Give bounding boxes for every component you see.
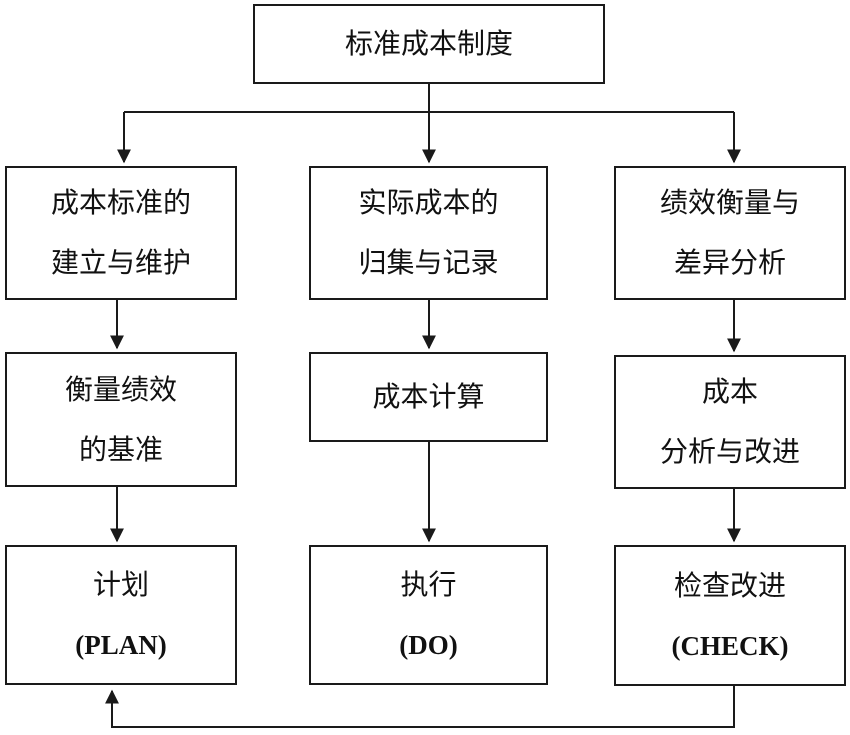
col1-top-box: 成本标准的 建立与维护 <box>5 166 237 300</box>
col3-middle-box: 成本 分析与改进 <box>614 355 846 489</box>
col1-middle-box: 衡量绩效 的基准 <box>5 352 237 487</box>
col3-middle-line1: 成本 <box>701 375 758 408</box>
col1-bottom-line2: (PLAN) <box>75 630 167 660</box>
col2-middle-line1: 成本计算 <box>372 380 485 413</box>
col2-top-line2: 归集与记录 <box>358 246 499 279</box>
col2-bottom-box: 执行 (DO) <box>309 545 548 685</box>
title-text: 标准成本制度 <box>344 27 513 60</box>
col1-middle-line1: 衡量绩效 <box>64 372 177 406</box>
col1-bottom-line1: 计划 <box>92 568 149 601</box>
col3-top-line1: 绩效衡量与 <box>659 186 800 219</box>
col2-top-box: 实际成本的 归集与记录 <box>309 166 548 300</box>
col3-middle-line2: 分析与改进 <box>659 435 800 468</box>
col1-bottom-box: 计划 (PLAN) <box>5 545 237 685</box>
col2-bottom-line1: 执行 <box>400 568 457 601</box>
col3-bottom-line2: (CHECK) <box>671 630 789 661</box>
col3-top-line2: 差异分析 <box>673 246 786 279</box>
col2-bottom-line2: (DO) <box>399 630 458 660</box>
col3-top-box: 绩效衡量与 差异分析 <box>614 166 846 300</box>
feedback-loop-arrow <box>105 686 735 728</box>
col2-top-line1: 实际成本的 <box>358 186 499 219</box>
col1-top-line1: 成本标准的 <box>50 186 191 219</box>
col3-bottom-line1: 检查改进 <box>673 568 786 602</box>
title-box: 标准成本制度 <box>253 4 605 84</box>
col3-bottom-box: 检查改进 (CHECK) <box>614 545 846 686</box>
col1-top-line2: 建立与维护 <box>50 246 191 279</box>
col2-middle-box: 成本计算 <box>309 352 548 442</box>
col1-middle-line2: 的基准 <box>78 432 163 466</box>
